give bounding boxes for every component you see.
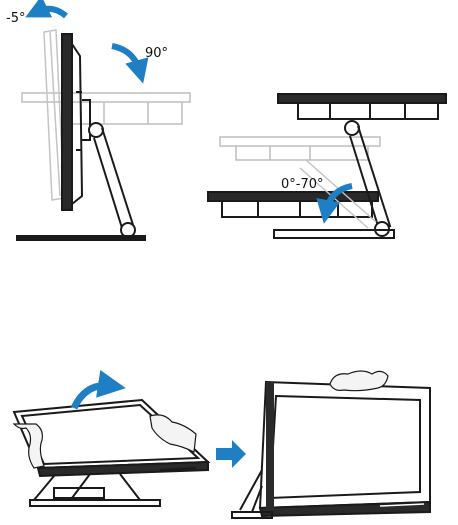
hand-icon — [12, 423, 45, 469]
stand-base — [273, 229, 395, 239]
upright-monitor-panel — [231, 370, 431, 519]
curved-arrow-icon — [25, 0, 68, 19]
stand-arm — [88, 122, 136, 238]
hand-icon — [149, 414, 197, 453]
monitor-reclined — [12, 398, 211, 507]
hand-icon — [329, 370, 389, 392]
reclined-monitor-panel — [12, 370, 211, 507]
monitor-upright — [231, 380, 431, 519]
display-side-view — [61, 33, 91, 211]
ghost-display-middle — [219, 136, 381, 161]
tilt-back-label: -5° — [6, 11, 25, 26]
height-range-label: 0°-70° — [281, 177, 324, 192]
height-panel: 0°-70° — [207, 93, 447, 239]
stand-base — [16, 235, 146, 241]
curved-arrow-icon — [316, 183, 353, 224]
stand-arm — [344, 120, 392, 237]
curved-arrow-icon — [111, 43, 149, 84]
display-raised — [277, 93, 447, 120]
tilt-forward-label: 90° — [145, 46, 168, 61]
tilt-panel: -5° 90° — [6, 0, 191, 241]
right-arrow-icon — [216, 440, 246, 468]
display-lowered — [207, 191, 379, 218]
curved-arrow-icon — [70, 370, 126, 410]
